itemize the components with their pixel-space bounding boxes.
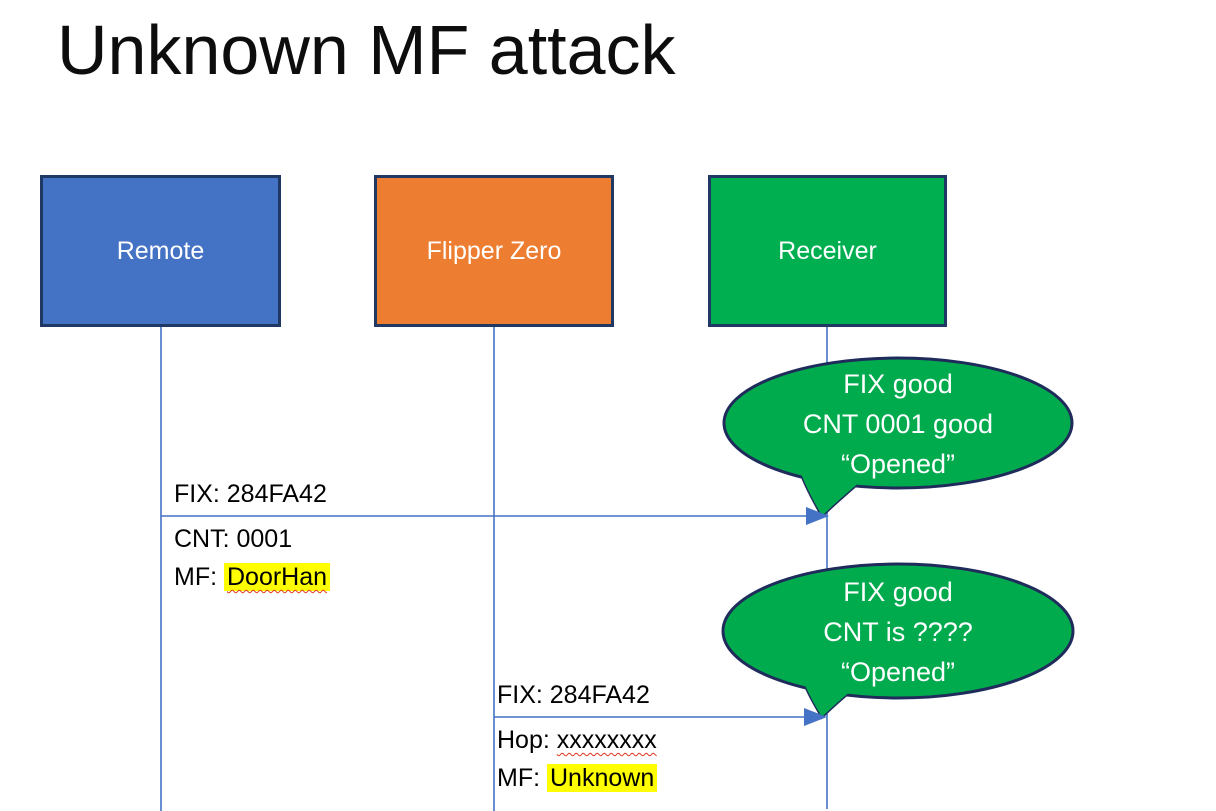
message2-line2-term: xxxxxxxx xyxy=(556,726,657,754)
message2-line2: Hop: xxxxxxxx xyxy=(497,721,657,759)
message1-label-above: FIX: 284FA42 xyxy=(174,480,327,508)
message2-arrowhead xyxy=(804,708,827,726)
callout2-text: FIX good CNT is ???? “Opened” xyxy=(724,572,1072,692)
message2-line3: MF: Unknown xyxy=(497,759,658,797)
callout2-line1: FIX good xyxy=(843,577,953,607)
callout2-shape xyxy=(721,562,1075,720)
callout2-line2: CNT is ???? xyxy=(823,617,973,647)
message1-line2: CNT: 0001 xyxy=(174,525,293,553)
message1-line3-prefix: MF: xyxy=(174,563,224,591)
actor-receiver-label: Receiver xyxy=(778,236,877,265)
message2-line3-term-highlighted: Unknown xyxy=(547,764,658,792)
actor-remote: Remote xyxy=(40,175,281,327)
callout1-line1: FIX good xyxy=(843,369,953,399)
callout1-shape xyxy=(722,356,1074,519)
message2-label-below: Hop: xxxxxxxx MF: Unknown xyxy=(497,721,658,797)
message2-line2-prefix: Hop: xyxy=(497,726,557,754)
message1-line3: MF: DoorHan xyxy=(174,558,331,596)
callout2-tail-fill xyxy=(798,668,868,717)
callout1-line2: CNT 0001 good xyxy=(802,409,994,439)
message1-line3-term-highlighted: DoorHan xyxy=(224,563,331,591)
slide-title: Unknown MF attack xyxy=(57,11,676,89)
message2-label-above: FIX: 284FA42 xyxy=(497,681,650,709)
callout1-line3: “Opened” xyxy=(840,449,956,479)
actor-receiver: Receiver xyxy=(708,175,947,327)
callout1-text: FIX good CNT 0001 good “Opened” xyxy=(724,364,1072,484)
actor-remote-label: Remote xyxy=(116,236,205,265)
callout1-bubble xyxy=(722,356,1074,490)
message2-line3-prefix: MF: xyxy=(497,764,547,792)
callout1-tail-fill xyxy=(798,466,868,516)
message1-label-below: CNT: 0001 MF: DoorHan xyxy=(174,520,331,596)
callout2-line3: “Opened” xyxy=(840,657,956,687)
actor-flipper-zero-label: Flipper Zero xyxy=(426,236,562,265)
message1-arrowhead xyxy=(806,507,829,525)
actor-flipper-zero: Flipper Zero xyxy=(374,175,614,327)
callout2-bubble xyxy=(721,562,1075,700)
